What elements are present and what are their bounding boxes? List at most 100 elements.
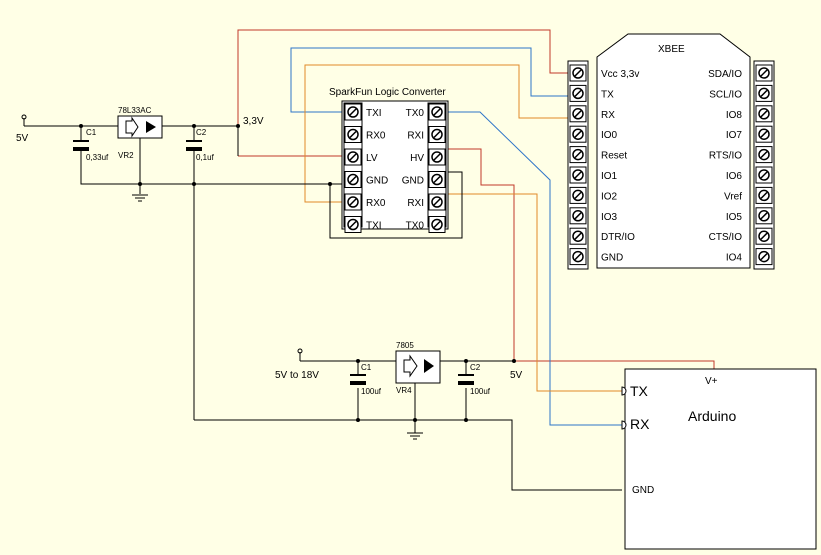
svg-text:100uf: 100uf	[470, 387, 491, 396]
xbee-left-terminal-icon	[569, 227, 587, 245]
converter-right-pin-label: TX0	[406, 221, 425, 232]
xbee-right-pin-label: IO7	[726, 130, 743, 141]
label-5v-in: 5V	[16, 133, 29, 144]
xbee-left-terminal-icon	[569, 105, 587, 123]
regulator-7805: 7805 VR4	[395, 341, 441, 395]
xbee-right-pin-label: IO5	[726, 212, 743, 223]
converter-left-terminal-icon	[344, 148, 362, 166]
xbee-left-pin-label: IO2	[601, 191, 618, 202]
xbee-left-pin-label: TX	[601, 89, 614, 100]
converter-right-terminal-icon	[428, 103, 446, 121]
xbee-right-terminal-icon	[755, 227, 773, 245]
xbee-right-pin-label: SDA/IO	[708, 69, 742, 80]
svg-text:C1: C1	[361, 363, 372, 372]
xbee-left-terminal-icon	[569, 146, 587, 164]
arduino-pin-tx: TX	[630, 383, 649, 399]
xbee-left-pin-label: GND	[601, 253, 623, 264]
xbee-right-terminal-icon	[755, 166, 773, 184]
regulator-78l33-part: 78L33AC	[118, 106, 152, 115]
converter-right-terminal-icon	[428, 193, 446, 211]
svg-text:C1: C1	[86, 128, 97, 137]
converter-right-pin-label: TX0	[406, 108, 425, 119]
arduino-pin-vplus: V+	[705, 376, 718, 387]
svg-text:0,1uf: 0,1uf	[196, 153, 215, 162]
converter-right-pin-label: RXI	[407, 198, 424, 209]
wire-xbee-tx	[290, 47, 575, 113]
wire-arduino-tx	[447, 193, 622, 392]
xbee-left-terminal-icon	[569, 64, 587, 82]
capacitor-c1-top: C1 0,33uf	[73, 128, 109, 162]
capacitor-c2-bottom: C2 100uf	[458, 363, 491, 396]
wire-ground-bus-top	[80, 154, 346, 185]
xbee-right-terminal-icon	[755, 84, 773, 102]
xbee-right-terminal-icon	[755, 186, 773, 204]
converter-left-pin-label: RX0	[366, 198, 386, 209]
xbee-right-pin-label: IO6	[726, 171, 743, 182]
xbee-module: XBEE Vcc 3,3vTXRXIO0ResetIO1IO2IO3DTR/IO…	[567, 33, 775, 270]
xbee-left-pin-label: RX	[601, 110, 615, 121]
terminal-5v-18v-icon	[297, 348, 303, 354]
svg-text:C2: C2	[196, 128, 207, 137]
capacitor-c1-bottom: C1 100uf	[350, 363, 382, 396]
logic-converter-title: SparkFun Logic Converter	[329, 87, 446, 98]
xbee-title: XBEE	[658, 44, 685, 55]
svg-text:100uf: 100uf	[361, 387, 382, 396]
xbee-right-pin-label: Vref	[724, 191, 742, 202]
terminal-5v-icon	[21, 114, 27, 120]
converter-left-pin-label: TXI	[366, 108, 382, 119]
regulator-7805-part: 7805	[396, 341, 414, 350]
converter-left-pin-label: GND	[366, 176, 388, 187]
ground-icon	[407, 432, 423, 440]
xbee-left-terminal-icon	[569, 166, 587, 184]
converter-left-pin-label: LV	[366, 153, 378, 164]
converter-left-terminal-icon	[344, 171, 362, 188]
converter-right-pin-label: RXI	[407, 131, 424, 142]
svg-text:C2: C2	[470, 363, 481, 372]
xbee-left-pin-label: DTR/IO	[601, 232, 635, 243]
ground-icon	[132, 184, 148, 202]
xbee-right-pin-label: SCL/IO	[709, 89, 742, 100]
wire-3v3-to-xbee-vcc	[237, 29, 575, 156]
converter-right-terminal-icon	[428, 171, 446, 188]
xbee-left-terminal-icon	[569, 207, 587, 225]
wire-arduino-rx	[447, 111, 622, 426]
xbee-right-pin-label: IO8	[726, 110, 743, 121]
converter-right-terminal-icon	[428, 216, 446, 233]
xbee-left-terminal-icon	[569, 186, 587, 204]
arduino-board: Arduino V+ TX RX GND	[621, 368, 817, 550]
xbee-right-terminal-icon	[755, 207, 773, 225]
wire-hv-to-5v	[447, 148, 715, 369]
xbee-left-pin-label: IO3	[601, 212, 618, 223]
xbee-right-pin-label: IO4	[726, 253, 743, 264]
regulator-78l33-ref: VR2	[118, 151, 134, 160]
logic-converter: SparkFun Logic Converter TXIRX0LVGNDRX0T…	[329, 87, 449, 233]
xbee-right-pin-label: RTS/IO	[709, 151, 742, 162]
xbee-left-terminal-icon	[569, 125, 587, 143]
label-3v3: 3,3V	[243, 116, 264, 127]
xbee-left-pin-label: Reset	[601, 151, 627, 162]
label-5v-out: 5V	[510, 370, 523, 381]
label-5v-to-18v: 5V to 18V	[275, 370, 319, 381]
converter-left-terminal-icon	[344, 216, 362, 233]
arduino-pin-rx: RX	[630, 416, 650, 432]
xbee-right-terminal-icon	[755, 105, 773, 123]
converter-right-pin-label: HV	[410, 153, 424, 164]
arduino-title: Arduino	[688, 408, 736, 424]
svg-text:0,33uf: 0,33uf	[86, 153, 109, 162]
xbee-right-terminal-icon	[755, 248, 773, 266]
xbee-right-terminal-icon	[755, 146, 773, 164]
xbee-left-terminal-icon	[569, 248, 587, 266]
junction-dots	[79, 124, 516, 422]
arduino-pin-gnd: GND	[632, 485, 654, 496]
xbee-right-pin-label: CTS/IO	[709, 232, 743, 243]
wire-xbee-rx	[304, 64, 575, 203]
wire-ground-bus-bottom	[194, 419, 622, 491]
converter-right-terminal-icon	[428, 148, 446, 166]
converter-right-pin-label: GND	[402, 176, 424, 187]
xbee-right-terminal-icon	[755, 64, 773, 82]
capacitor-c2-top: C2 0,1uf	[186, 128, 215, 162]
regulator-78l33: 78L33AC VR2	[117, 106, 163, 160]
xbee-right-terminal-icon	[755, 125, 773, 143]
xbee-left-terminal-icon	[569, 84, 587, 102]
